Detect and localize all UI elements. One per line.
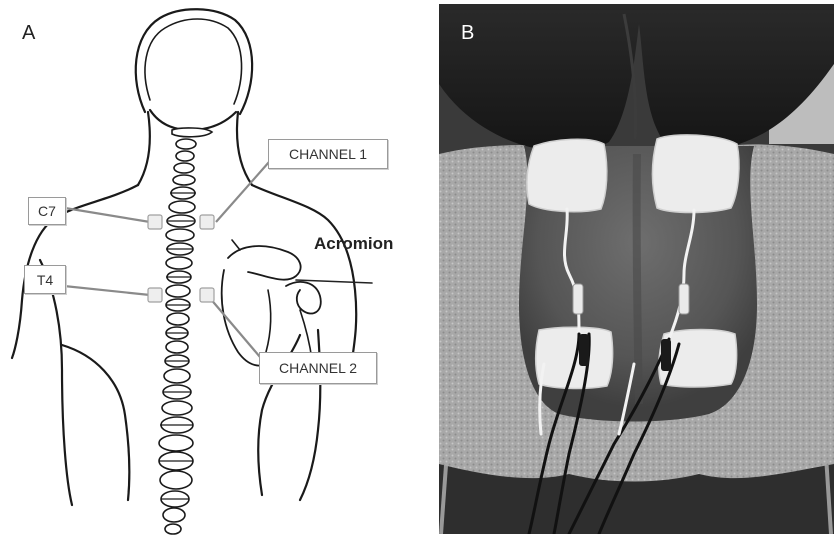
electrode-c7-right <box>200 215 214 229</box>
electrode-upper-left <box>527 139 607 212</box>
electrode-t4-right <box>200 288 214 302</box>
spine <box>159 128 212 534</box>
electrode-t4-left <box>148 288 162 302</box>
t4-label: T4 <box>24 265 66 294</box>
channel-2-label: CHANNEL 2 <box>259 352 377 384</box>
leader-lines <box>64 162 269 357</box>
c7-label: C7 <box>28 197 66 225</box>
panel-a-diagram: A CHANNEL 1 C7 T4 CHANNEL 2 Acromion <box>0 0 430 539</box>
panel-b-letter: B <box>461 22 474 45</box>
panel-b-photo: B <box>439 4 834 534</box>
head-outline <box>136 9 252 114</box>
channel-1-label: CHANNEL 1 <box>268 139 388 169</box>
electrode-upper-right <box>653 135 740 213</box>
panel-a-letter: A <box>22 22 35 45</box>
neck-right <box>237 112 252 185</box>
electrode-lower-left <box>536 327 613 388</box>
right-shoulder-outline <box>252 185 356 360</box>
electrode-placement-photo <box>439 4 834 534</box>
neck-left <box>138 112 150 185</box>
acromion-label: Acromion <box>314 234 393 254</box>
electrode-c7-left <box>148 215 162 229</box>
